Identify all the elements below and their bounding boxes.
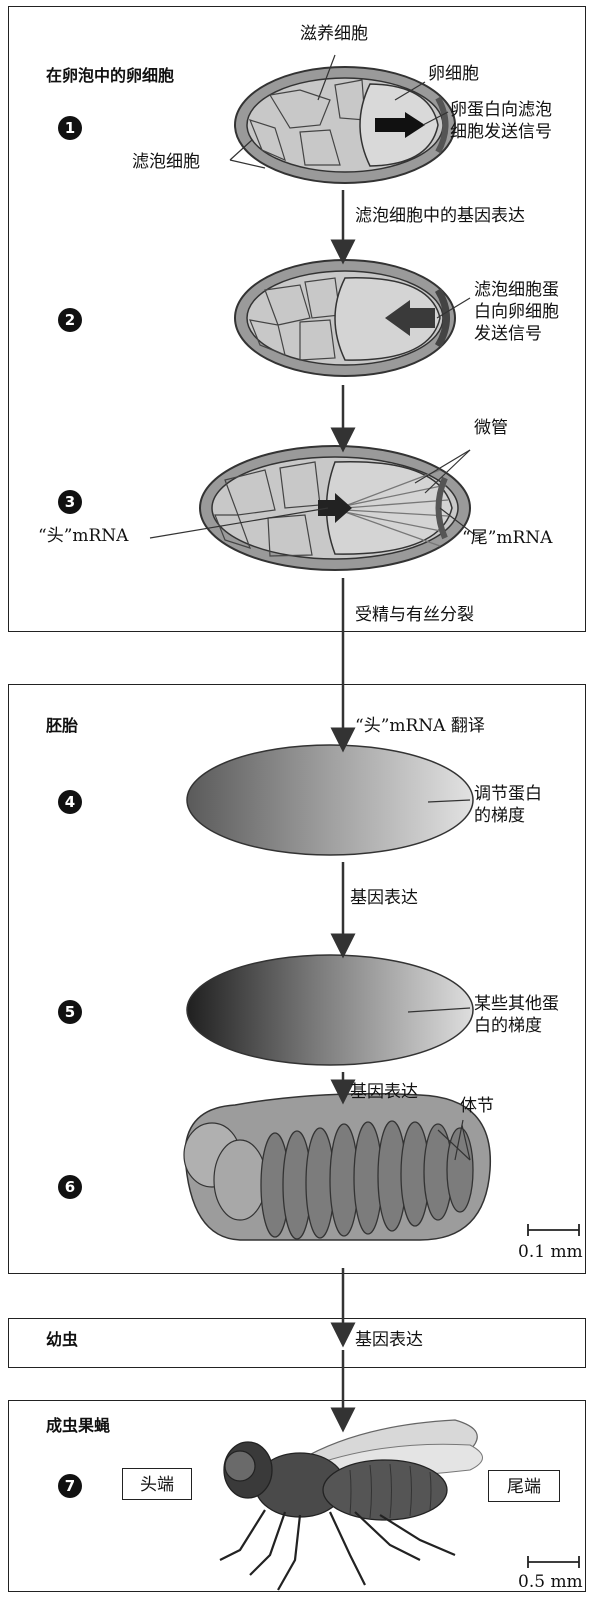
panel-title-embryo: 胚胎 <box>46 716 79 735</box>
label-follicle-signal-2: 白向卵细胞 <box>474 302 559 322</box>
adult-fly <box>219 1419 483 1591</box>
egg-chamber-1 <box>234 66 456 184</box>
panel-title-oocyte: 在卵泡中的卵细胞 <box>46 66 175 85</box>
leader-lines <box>149 54 476 1161</box>
tail-end-box: 尾端 <box>488 1470 560 1502</box>
label-tail-mrna: “尾”mRNA <box>462 528 553 548</box>
step-7-badge: 7 <box>58 1474 82 1498</box>
scale-bar-embryo <box>527 1224 580 1236</box>
label-head-translation: “头”mRNA 翻译 <box>355 716 485 736</box>
label-head-mrna: “头”mRNA <box>38 526 129 546</box>
segmented-embryo <box>183 1093 492 1241</box>
panel-title-larva: 幼虫 <box>46 1330 79 1349</box>
label-fertilization: 受精与有丝分裂 <box>355 605 474 625</box>
egg-chamber-2 <box>234 259 456 377</box>
label-egg-signal-2: 细胞发送信号 <box>450 122 552 142</box>
label-gene-expression-1: 基因表达 <box>350 888 418 908</box>
label-other-gradient-1: 某些其他蛋 <box>474 994 559 1014</box>
label-gene-expression-3: 基因表达 <box>355 1330 423 1350</box>
label-follicle-gene-expression: 滤泡细胞中的基因表达 <box>355 206 525 226</box>
label-gene-expression-2: 基因表达 <box>350 1082 418 1102</box>
label-other-gradient-2: 白的梯度 <box>474 1016 542 1036</box>
label-regulatory-gradient-2: 的梯度 <box>474 806 525 826</box>
step-2-badge: 2 <box>58 308 82 332</box>
label-scale-embryo: 0.1 mm <box>518 1242 583 1262</box>
embryo-stage-4 <box>186 744 474 856</box>
step-3-badge: 3 <box>58 490 82 514</box>
label-follicle-signal-3: 发送信号 <box>474 324 542 344</box>
step-5-badge: 5 <box>58 1000 82 1024</box>
label-microtubules: 微管 <box>474 418 508 438</box>
egg-chamber-3 <box>199 445 471 571</box>
larva-panel <box>8 1318 586 1368</box>
step-4-badge: 4 <box>58 790 82 814</box>
label-egg-cell: 卵细胞 <box>428 64 479 84</box>
scale-bar-adult <box>527 1556 580 1568</box>
label-regulatory-gradient-1: 调节蛋白 <box>474 784 542 804</box>
label-egg-signal-1: 卵蛋白向滤泡 <box>450 100 552 120</box>
label-follicle-signal-1: 滤泡细胞蛋 <box>474 280 559 300</box>
label-segments: 体节 <box>460 1096 494 1116</box>
step-1-badge: 1 <box>58 116 82 140</box>
step-6-badge: 6 <box>58 1175 82 1199</box>
label-scale-adult: 0.5 mm <box>518 1572 583 1592</box>
head-end-box: 头端 <box>122 1468 192 1500</box>
label-nurse-cells: 滋养细胞 <box>300 24 368 44</box>
embryo-stage-5 <box>186 954 474 1066</box>
panel-title-adult: 成虫果蝇 <box>46 1416 111 1435</box>
label-follicle-cells: 滤泡细胞 <box>132 152 200 172</box>
